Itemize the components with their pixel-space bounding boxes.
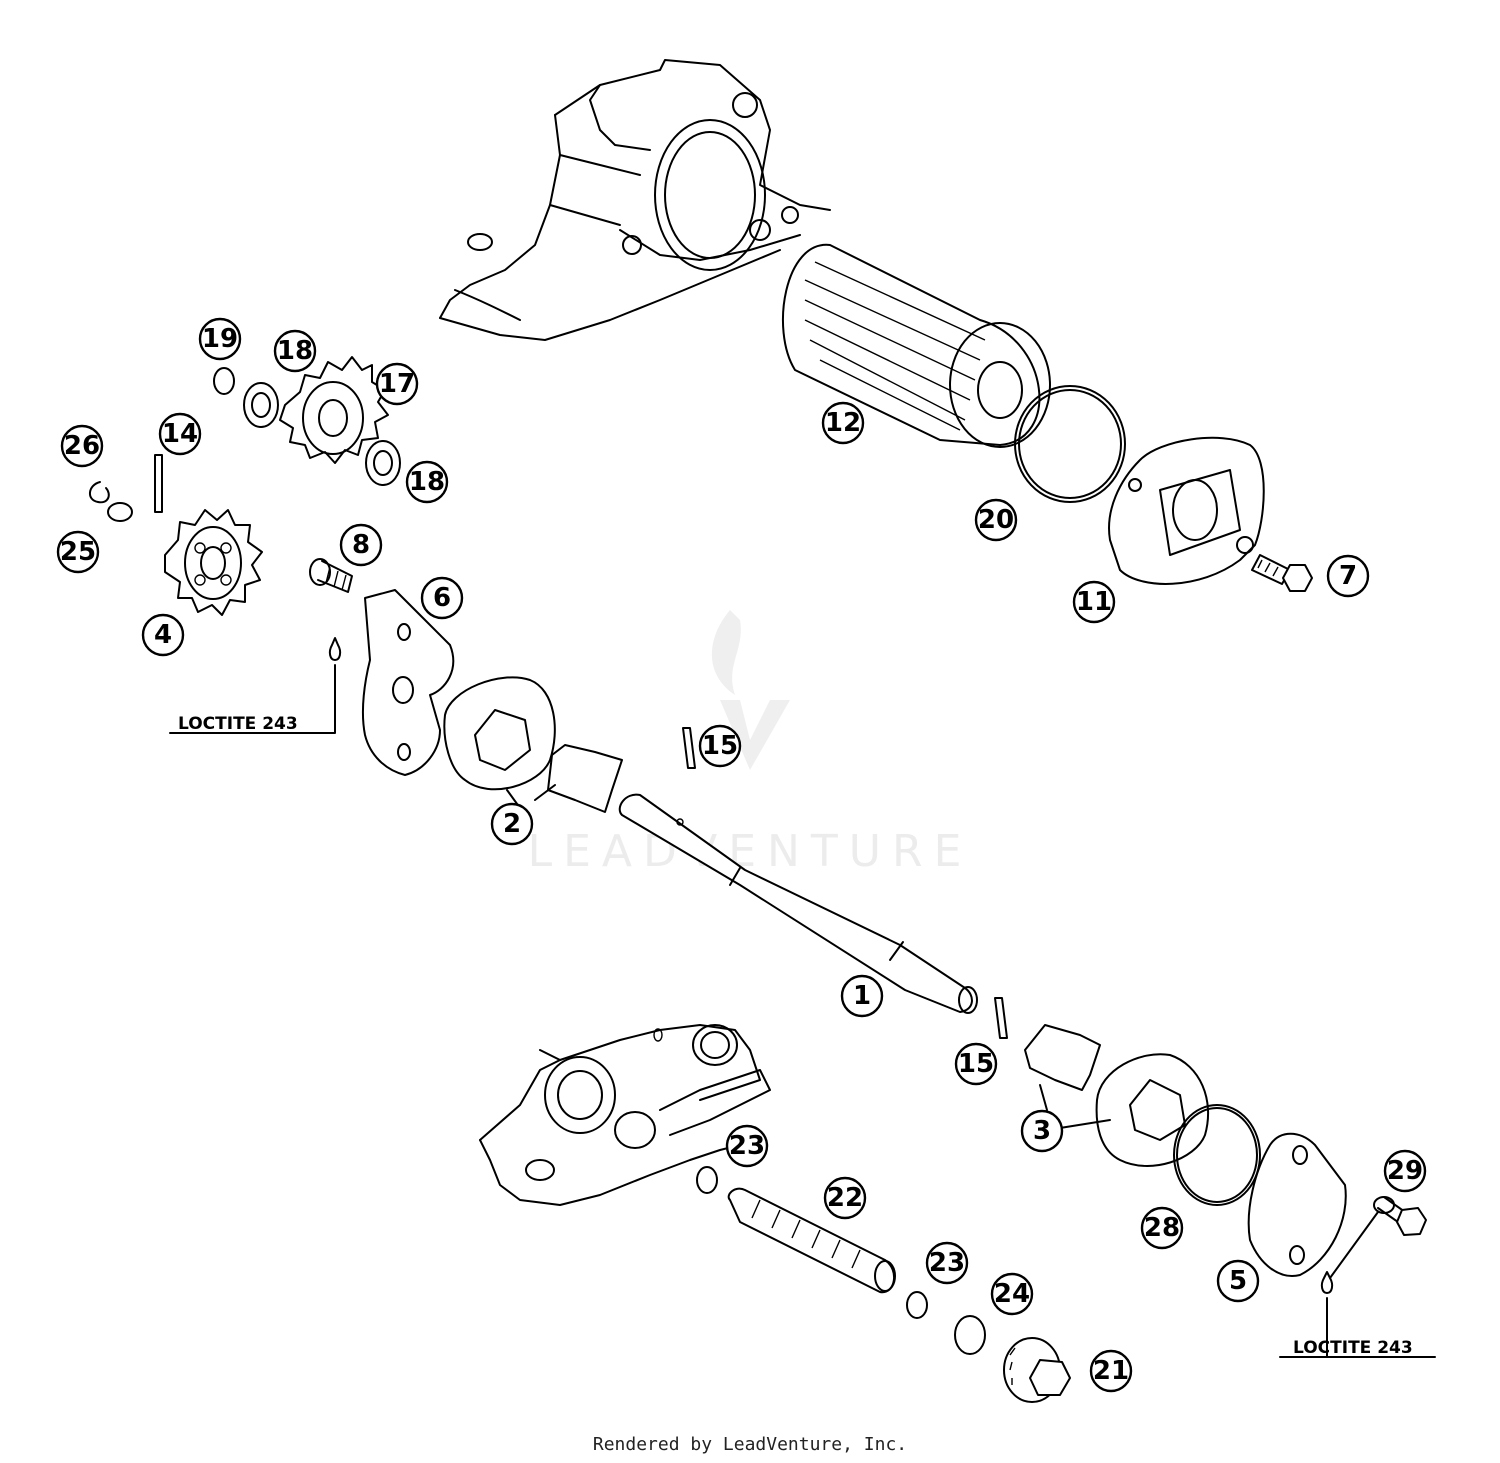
crankcase-upper [439,59,831,341]
callout-8: 8 [339,523,383,567]
crankcase-lower [479,1024,771,1206]
svg-text:18: 18 [277,336,313,366]
o-ring-24-part [954,1315,986,1355]
watermark-text: LEADVENTURE [528,826,973,877]
o-ring-part [1014,385,1126,503]
callout-19: 19 [198,317,242,361]
oil-filter-part [782,243,1051,448]
svg-text:19: 19 [202,324,238,354]
svg-text:21: 21 [1093,1356,1129,1386]
filter-cover-part [1108,436,1265,585]
callout-25: 25 [56,530,100,574]
callout-6: 6 [420,576,464,620]
callout-7: 7 [1326,554,1370,598]
callout-26: 26 [60,424,104,468]
pump-shaft-1-part [618,793,978,1014]
loctite-note-right: LOCTITE 243 [1293,1338,1413,1358]
svg-text:29: 29 [1387,1156,1423,1186]
svg-text:6: 6 [433,583,451,613]
washer-25-part [107,502,133,522]
callout-1: 1 [840,974,884,1018]
svg-text:20: 20 [978,505,1014,535]
callout-15-bottom: 15 [954,1042,998,1086]
svg-text:24: 24 [994,1279,1030,1309]
svg-text:23: 23 [929,1248,965,1278]
callout-28: 28 [1140,1206,1184,1250]
callout-18-top: 18 [273,329,317,373]
callout-12: 12 [821,401,865,445]
callout-3: 3 [1020,1109,1064,1153]
drain-plug-21-part [1003,1337,1071,1403]
svg-text:7: 7 [1339,561,1357,591]
svg-text:25: 25 [60,537,96,567]
svg-text:2: 2 [503,809,521,839]
o-ring-23b-part [906,1291,928,1319]
svg-text:15: 15 [702,731,738,761]
gear-17-part [279,356,389,464]
svg-text:18: 18 [409,467,445,497]
svg-text:22: 22 [827,1183,863,1213]
screw-8-part [309,558,353,593]
screw-part [1251,554,1313,592]
pin-15-top-part [682,727,696,769]
washer-18-part [243,382,279,428]
rotor-outer-2-part [443,676,556,791]
svg-text:12: 12 [825,408,861,438]
washer-18b-part [365,440,401,486]
screw-29-part [1373,1196,1427,1236]
gear-4-part [164,509,263,616]
clip-26-part [89,481,110,504]
svg-text:4: 4 [154,620,172,650]
callout-23-bottom: 23 [925,1241,969,1285]
oil-screen-22-part [727,1187,896,1294]
leadventure-watermark: LEADVENTURE [528,610,973,877]
callout-17: 17 [375,362,419,406]
o-ring-23a-part [696,1166,718,1194]
callout-5: 5 [1216,1259,1260,1303]
loctite-note-left: LOCTITE 243 [178,714,298,734]
pin-15-bottom-part [994,997,1008,1039]
svg-text:15: 15 [958,1049,994,1079]
footer-credit: Rendered by LeadVenture, Inc. [593,1434,907,1455]
svg-text:26: 26 [64,431,100,461]
rotor-inner-3-part [1024,1024,1101,1091]
pump-plate-6-part [361,589,455,776]
callout-18-bottom: 18 [405,460,449,504]
svg-text:17: 17 [379,369,415,399]
svg-text:23: 23 [729,1131,765,1161]
callout-15-top: 15 [698,724,742,768]
callout-14: 14 [158,412,202,456]
svg-text:3: 3 [1033,1116,1051,1146]
pump-cover-5-part [1247,1132,1347,1277]
svg-text:8: 8 [352,530,370,560]
callout-21: 21 [1089,1349,1133,1393]
svg-text:28: 28 [1144,1213,1180,1243]
svg-text:11: 11 [1076,587,1112,617]
ring-19-part [213,367,235,395]
callout-29: 29 [1383,1149,1427,1193]
callout-2: 2 [490,802,534,846]
rotor-outer-3-part [1095,1053,1210,1167]
callout-4: 4 [141,613,185,657]
rotor-inner-2-part [547,744,623,813]
callout-23-top: 23 [725,1124,769,1168]
svg-text:14: 14 [162,419,198,449]
o-ring-28-part [1173,1104,1261,1206]
pin-14-part [154,454,163,513]
svg-text:5: 5 [1229,1266,1247,1296]
callout-24: 24 [990,1272,1034,1316]
callout-22: 22 [823,1176,867,1220]
callout-11: 11 [1072,580,1116,624]
svg-text:1: 1 [853,981,871,1011]
callout-20: 20 [974,498,1018,542]
